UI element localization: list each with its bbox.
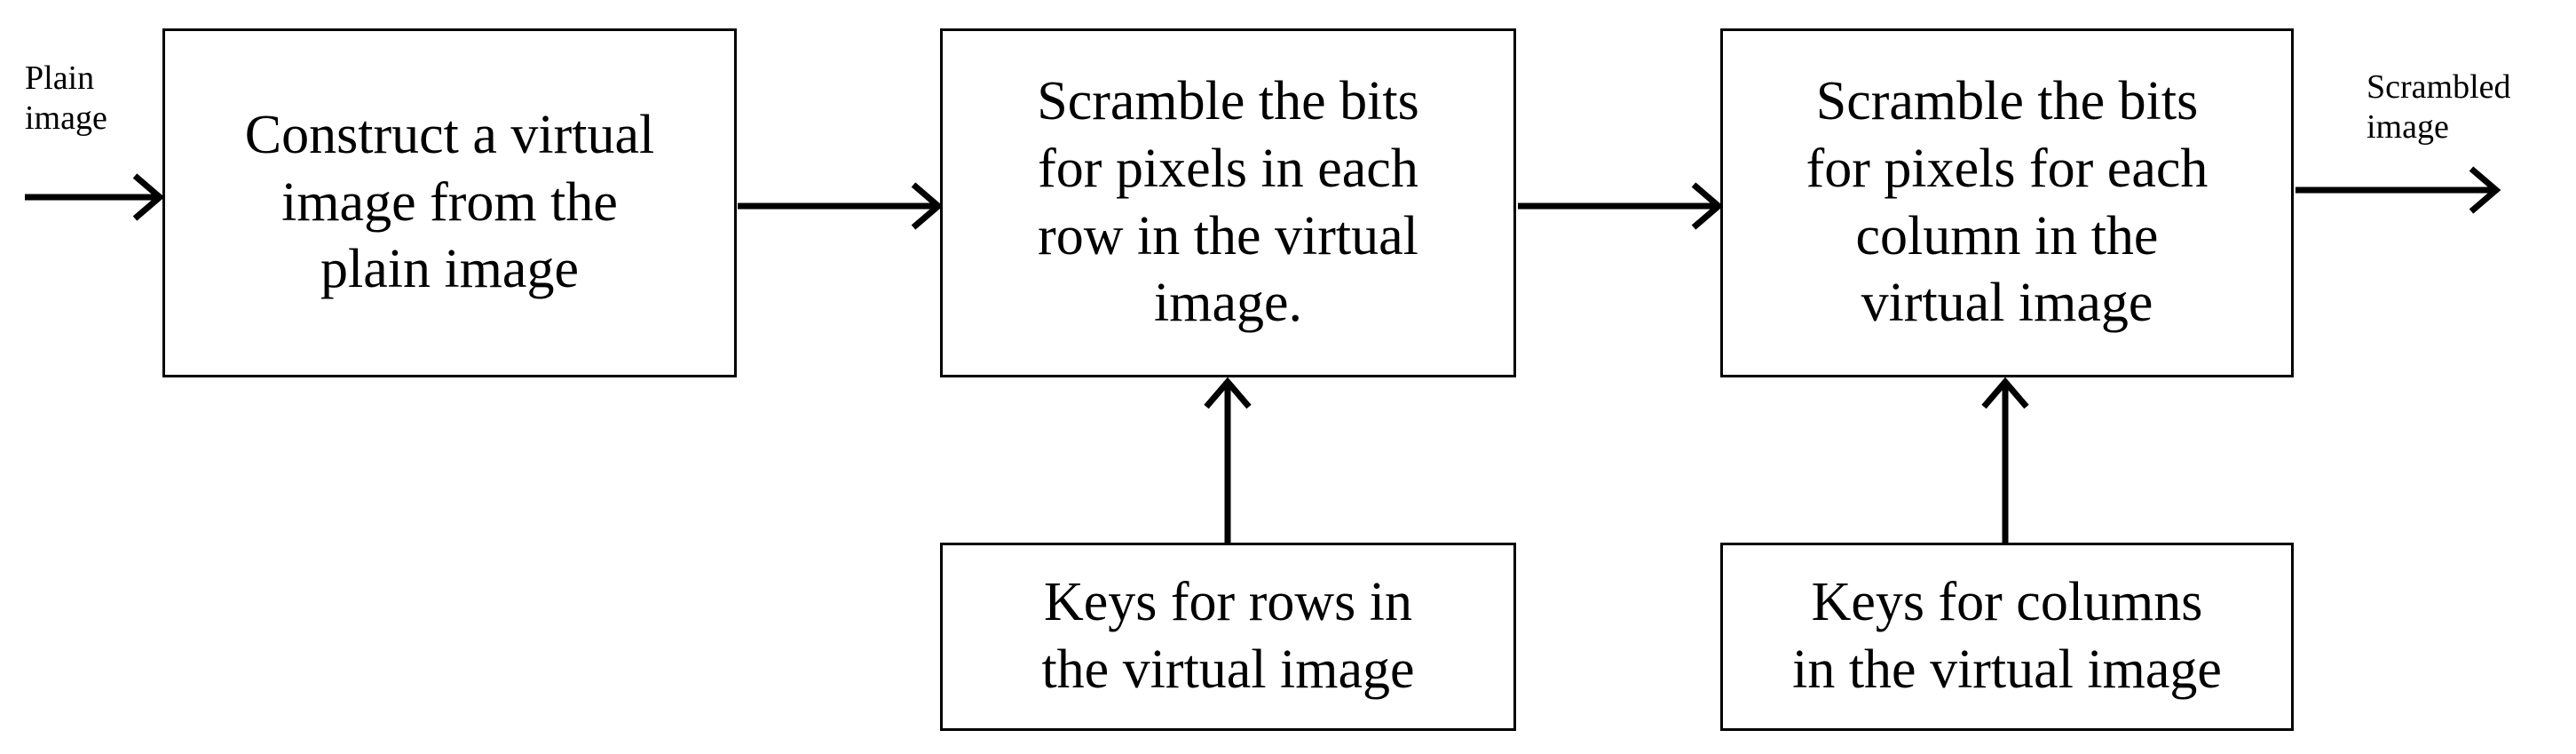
arrow-rows-to-columns-head <box>1691 182 1724 230</box>
row-keys-box: Keys for rows in the virtual image <box>940 543 1516 731</box>
column-keys-box: Keys for columns in the virtual image <box>1720 543 2294 731</box>
input-arrow-head <box>132 173 165 221</box>
scramble-columns-text: Scramble the bits for pixels for each co… <box>1806 71 2209 334</box>
input-label-text: Plain image <box>25 59 107 138</box>
arrow-construct-to-rows-head <box>911 182 944 230</box>
row-keys-text: Keys for rows in the virtual image <box>1041 572 1415 700</box>
scramble-rows-text: Scramble the bits for pixels in each row… <box>1037 71 1419 334</box>
construct-virtual-image-text: Construct a virtual image from the plain… <box>244 105 655 300</box>
construct-virtual-image-box: Construct a virtual image from the plain… <box>162 28 737 377</box>
scramble-columns-box: Scramble the bits for pixels for each co… <box>1720 28 2294 377</box>
column-keys-text: Keys for columns in the virtual image <box>1792 572 2222 700</box>
scramble-rows-box: Scramble the bits for pixels in each row… <box>940 28 1516 377</box>
arrow-column-keys-up-head <box>1981 377 2029 409</box>
input-label: Plain image <box>25 18 107 139</box>
output-label-text: Scrambled image <box>2367 67 2511 147</box>
arrow-row-keys-up-head <box>1204 377 1252 409</box>
output-label: Scrambled image <box>2367 27 2511 148</box>
output-arrow-head <box>2469 166 2501 214</box>
